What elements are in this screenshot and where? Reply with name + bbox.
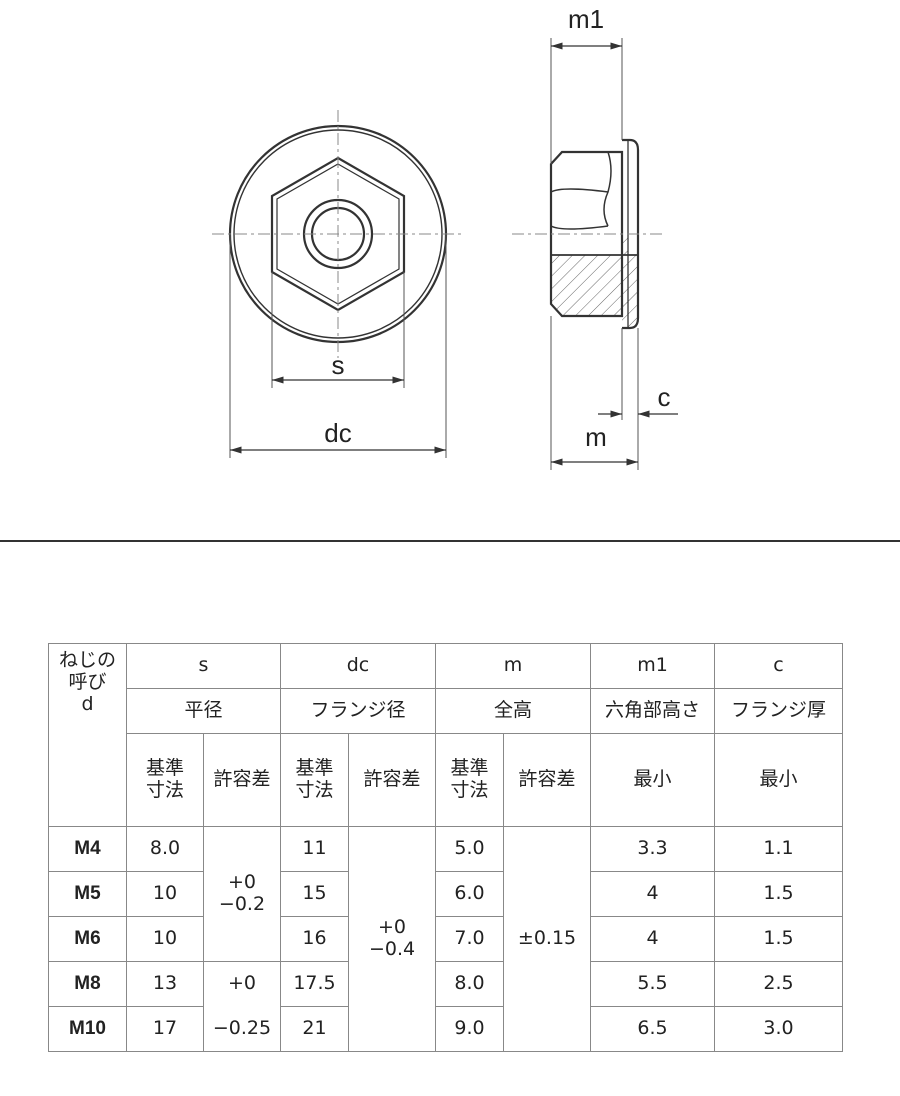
cell-dc: 16 xyxy=(280,916,349,962)
header-symbol-s: s xyxy=(126,643,281,689)
cell-dc: 15 xyxy=(280,871,349,917)
cell-m1: 4 xyxy=(590,871,716,917)
cell-m-tol xyxy=(503,1006,592,1052)
cell-dc: 21 xyxy=(280,1006,349,1052)
cell-s: 17 xyxy=(126,1006,204,1052)
cell-dc-tol xyxy=(347,1006,437,1052)
cell-s: 10 xyxy=(126,871,204,917)
tolerance-s-large-plus: +0 xyxy=(227,972,256,995)
cell-d: M10 xyxy=(48,1006,127,1052)
cell-dc-tol xyxy=(347,871,437,917)
table-row: M4 8.0 11 5.0 3.3 1.1 xyxy=(48,826,844,872)
cell-d: M5 xyxy=(48,871,127,917)
tolerance-s-small-minus: −0.2 xyxy=(218,893,266,915)
c-dimension xyxy=(598,328,678,420)
cell-m: 6.0 xyxy=(435,871,505,917)
table-row: M8 13 +0 17.5 8.0 5.5 2.5 xyxy=(48,961,844,1007)
c-label: c xyxy=(658,382,671,412)
cell-d: M4 xyxy=(48,826,127,872)
header-symbol-dc: dc xyxy=(279,643,437,689)
cell-c: 3.0 xyxy=(714,1006,844,1052)
m1-dimension xyxy=(550,38,623,164)
cell-d: M6 xyxy=(48,916,127,962)
cell-c: 1.5 xyxy=(714,871,844,917)
header-symbol-c: c xyxy=(714,643,844,689)
section-hatch xyxy=(551,236,638,328)
subheader-m-basic: 基準 寸法 xyxy=(435,733,505,827)
cell-m1: 5.5 xyxy=(590,961,716,1007)
cell-m1: 4 xyxy=(590,916,716,962)
table-row: M6 10 16 +0 −0.4 7.0 ±0.15 4 1.5 xyxy=(48,916,844,962)
dc-label: dc xyxy=(324,418,351,448)
cell-s: 13 xyxy=(126,961,204,1007)
s-label: s xyxy=(332,350,345,380)
header-name-s: 平径 xyxy=(126,688,281,734)
cell-s: 10 xyxy=(126,916,204,962)
dc-dimension xyxy=(229,234,447,458)
tolerance-dc: +0 −0.4 xyxy=(347,916,437,962)
cell-s-tol xyxy=(203,826,281,872)
subheader-m-tolerance: 許容差 xyxy=(503,733,592,827)
cell-m-tol xyxy=(503,826,592,872)
cell-c: 1.5 xyxy=(714,916,844,962)
cell-dc: 11 xyxy=(280,826,349,872)
m-label: m xyxy=(585,422,607,452)
subheader-dc-basic: 基準 寸法 xyxy=(280,733,349,827)
cell-s: 8.0 xyxy=(126,826,204,872)
dimension-table: ねじの 呼び d s dc m m1 c 平径 フランジ径 全高 六角部高さ フ… xyxy=(48,643,844,1052)
header-name-m: 全高 xyxy=(435,688,592,734)
subheader-m1-min: 最小 xyxy=(590,733,716,827)
cell-m: 7.0 xyxy=(435,916,505,962)
tolerance-s-large-plus-cell: +0 xyxy=(203,961,281,1007)
designation-header: ねじの 呼び d xyxy=(48,643,127,827)
m-dimension xyxy=(550,316,639,470)
cell-m-tol xyxy=(503,961,592,1007)
tolerance-dc-minus: −0.4 xyxy=(368,938,416,960)
cell-c: 2.5 xyxy=(714,961,844,1007)
cell-m1: 3.3 xyxy=(590,826,716,872)
header-name-dc: フランジ径 xyxy=(279,688,437,734)
s-dimension xyxy=(271,272,405,388)
cell-s-tol xyxy=(203,916,281,962)
tolerance-m: ±0.15 xyxy=(503,916,592,962)
subheader-s-basic: 基準 寸法 xyxy=(126,733,204,827)
tolerance-s-small: +0 −0.2 xyxy=(203,871,281,917)
cell-d: M8 xyxy=(48,961,127,1007)
table-row: M10 17 −0.25 21 9.0 6.5 3.0 xyxy=(48,1006,844,1052)
cell-dc-tol xyxy=(347,826,437,872)
flange-nut-drawing: s dc m1 m xyxy=(212,4,678,470)
cell-m: 8.0 xyxy=(435,961,505,1007)
front-centerlines xyxy=(212,110,465,358)
cell-m-tol xyxy=(503,871,592,917)
header-symbol-m1: m1 xyxy=(590,643,716,689)
table-row: M5 10 +0 −0.2 15 6.0 4 1.5 xyxy=(48,871,844,917)
tolerance-s-large-minus: −0.25 xyxy=(212,1016,272,1039)
header-symbol-m: m xyxy=(435,643,592,689)
cell-dc: 17.5 xyxy=(280,961,349,1007)
section-divider xyxy=(0,540,900,542)
tolerance-dc-plus: +0 xyxy=(378,916,407,939)
cell-m: 9.0 xyxy=(435,1006,505,1052)
tolerance-s-large-minus-cell: −0.25 xyxy=(203,1006,281,1052)
designation-line3: d xyxy=(81,692,94,715)
subheader-dc-tolerance: 許容差 xyxy=(347,733,437,827)
subheader-s-tolerance: 許容差 xyxy=(203,733,281,827)
header-name-m1: 六角部高さ xyxy=(590,688,716,734)
subheader-c-min: 最小 xyxy=(714,733,844,827)
tolerance-s-small-plus: +0 xyxy=(227,871,256,894)
header-name-c: フランジ厚 xyxy=(714,688,844,734)
m1-label: m1 xyxy=(568,4,604,34)
cell-m: 5.0 xyxy=(435,826,505,872)
cell-c: 1.1 xyxy=(714,826,844,872)
designation-line1: ねじの xyxy=(58,649,116,671)
designation-line2: 呼び xyxy=(68,670,107,693)
cell-dc-tol xyxy=(347,961,437,1007)
cell-m1: 6.5 xyxy=(590,1006,716,1052)
